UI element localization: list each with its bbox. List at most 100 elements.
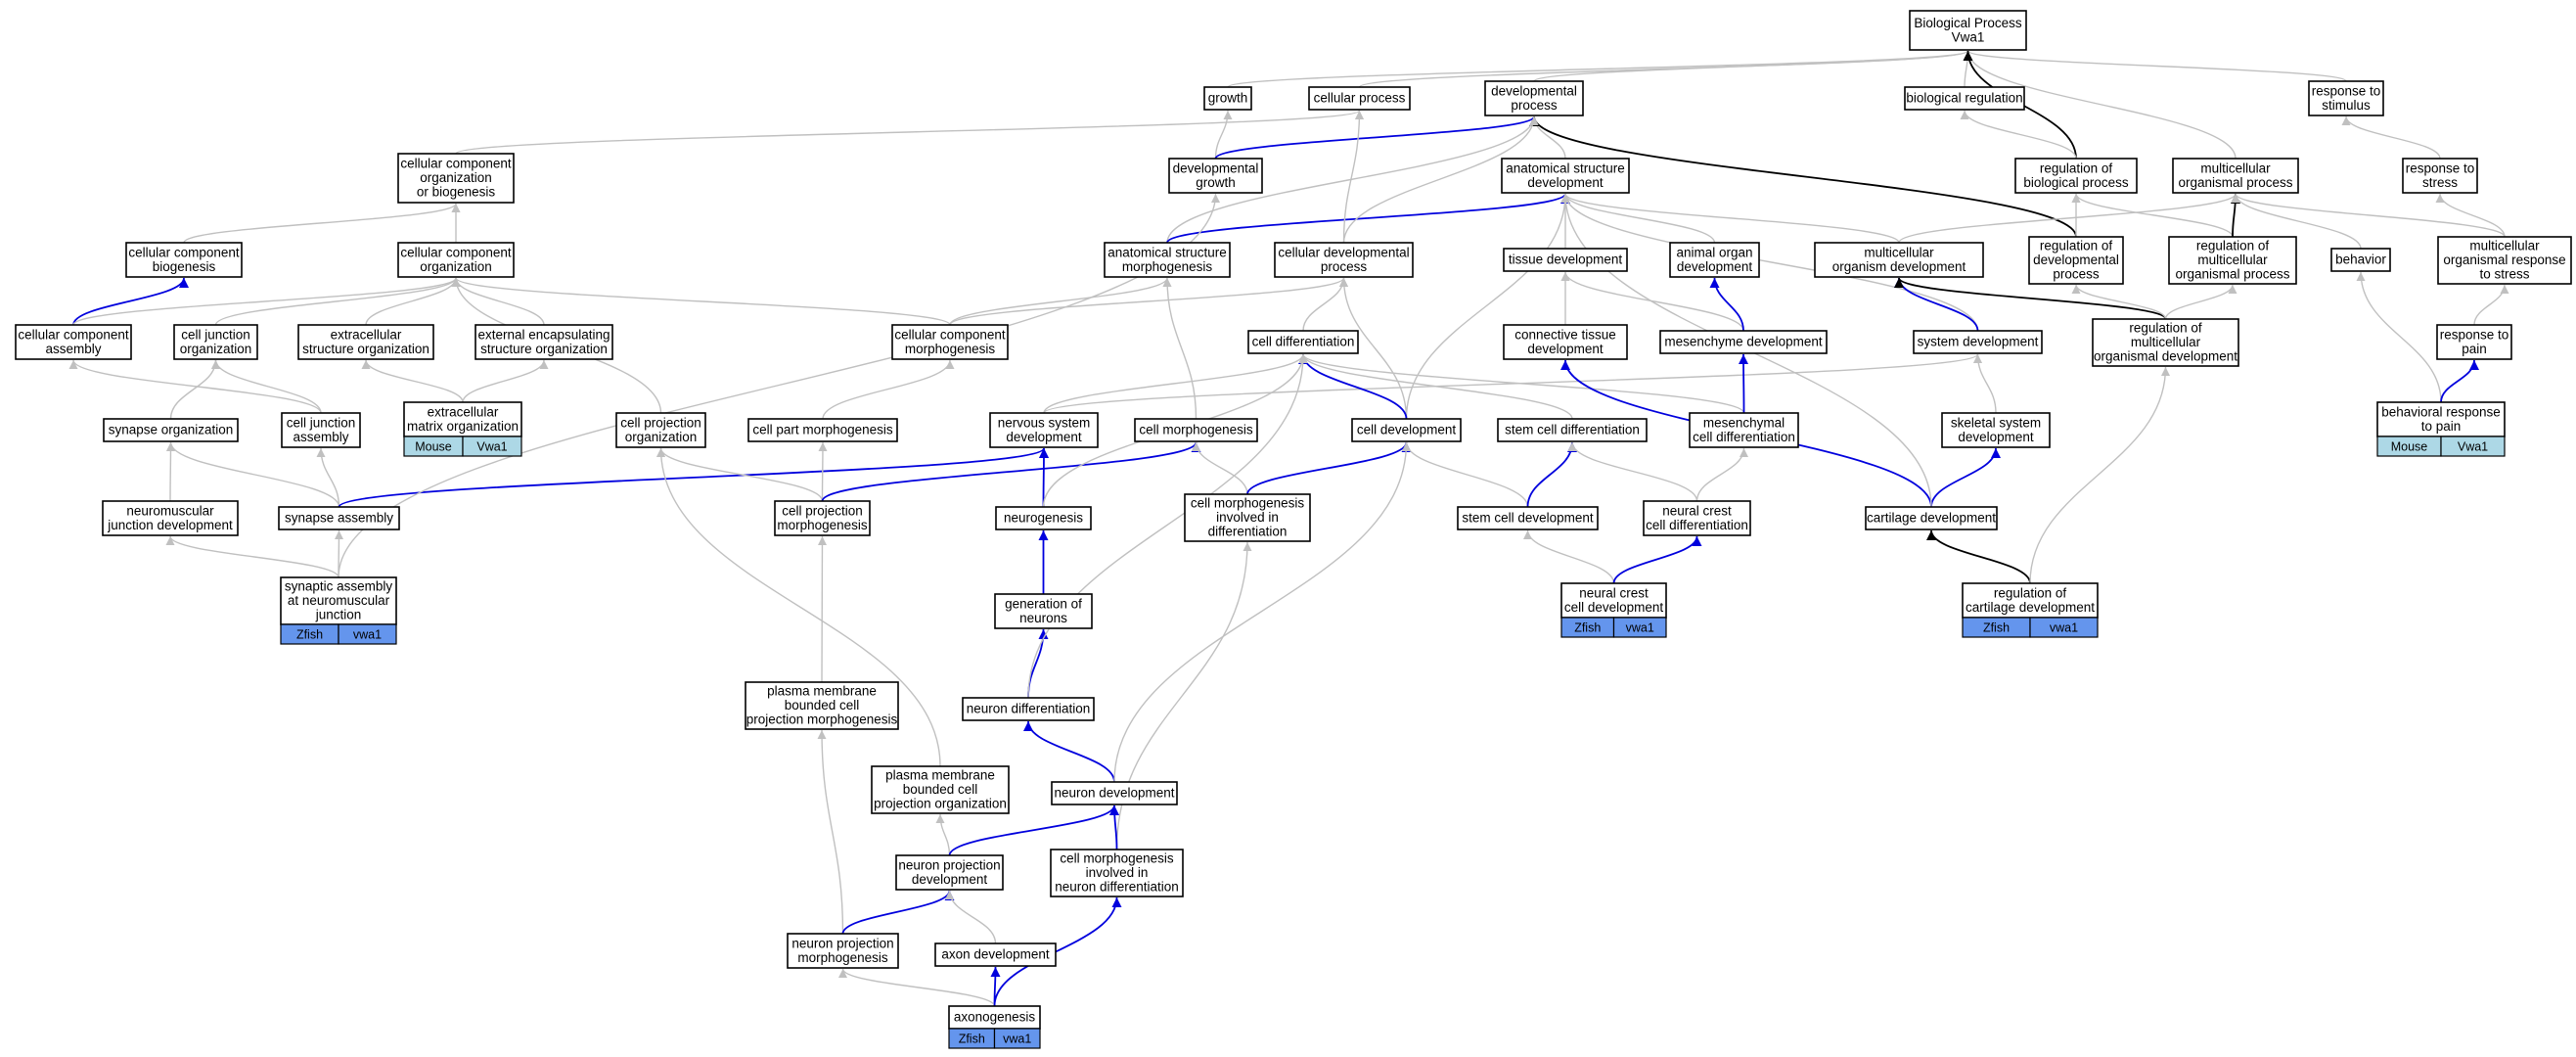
edge-celldev-to-asd xyxy=(1405,193,1570,420)
node-label-njd: neuromuscular xyxy=(126,503,214,518)
node-celldiff[interactable]: cell differentiation xyxy=(1247,330,1359,354)
node-cartdev[interactable]: cartilage development xyxy=(1865,506,1998,530)
node-label-emo: matrix organization xyxy=(407,419,519,434)
node-cellmorph[interactable]: cell morphogenesis xyxy=(1134,418,1258,442)
node-label-celldev: cell development xyxy=(1357,423,1457,437)
node-label-scd: stem cell differentiation xyxy=(1505,423,1640,437)
node-neurdiff[interactable]: neuron differentiation xyxy=(962,697,1095,721)
node-synorg[interactable]: synapse organization xyxy=(103,418,239,442)
node-label-ccob: organization xyxy=(420,170,492,185)
node-axondev[interactable]: axon development xyxy=(934,942,1057,967)
edge-cprojmorph-to-cellmorph xyxy=(821,441,1201,502)
node-celldev[interactable]: cell development xyxy=(1351,418,1462,442)
node-sysdev[interactable]: system development xyxy=(1913,330,2043,354)
node-scdev[interactable]: stem cell development xyxy=(1457,506,1599,530)
annotation-label-axonogen: Zfish xyxy=(959,1033,985,1046)
node-label-cdp: process xyxy=(1321,259,1368,274)
node-label-ccbio: cellular component xyxy=(128,245,240,259)
node-label-npm: neuron projection xyxy=(791,936,893,950)
edge-regcart-to-cartdev xyxy=(1926,529,2031,584)
node-box-regdev xyxy=(2028,236,2124,285)
node-cellproc[interactable]: cellular process xyxy=(1308,86,1411,111)
edge-ccmorph-to-asm xyxy=(949,277,1172,326)
node-label-cmid: involved in xyxy=(1216,510,1279,525)
node-cpm[interactable]: cell part morphogenesis xyxy=(747,418,898,442)
edge-ncdev-to-scdev xyxy=(1523,529,1615,584)
node-growth[interactable]: growth xyxy=(1203,86,1252,111)
node-label-eso: structure organization xyxy=(302,342,429,356)
node-box-asd xyxy=(1501,158,1630,194)
node-box-ccassembly xyxy=(15,324,132,360)
edge-synasm-to-synorg xyxy=(166,441,340,508)
node-neurdev[interactable]: neuron development xyxy=(1051,781,1178,805)
node-tissuedev[interactable]: tissue development xyxy=(1503,248,1628,272)
node-box-npm xyxy=(787,933,899,969)
node-box-scdev xyxy=(1457,506,1599,530)
node-bioreg[interactable]: biological regulation xyxy=(1904,86,2025,111)
node-behavior[interactable]: behavior xyxy=(2330,248,2391,272)
node-synasm[interactable]: synapse assembly xyxy=(278,506,400,530)
node-box-axondev xyxy=(934,942,1057,967)
node-neurogen[interactable]: neurogenesis xyxy=(995,506,1092,530)
node-label-respstress: stress xyxy=(2422,175,2458,190)
node-box-sanj xyxy=(280,576,397,625)
node-label-mcd: mesenchymal xyxy=(1703,415,1785,430)
node-label-bp: Biological Process xyxy=(1914,16,2022,30)
node-box-brp xyxy=(2376,401,2506,437)
node-mesdev[interactable]: mesenchyme development xyxy=(1659,330,1828,354)
node-label-aod: development xyxy=(1677,259,1753,274)
edge-morsts-to-mop xyxy=(2231,193,2506,238)
edge-sysdev-to-mod xyxy=(1894,277,1979,332)
node-scd[interactable]: stem cell differentiation xyxy=(1497,418,1648,442)
node-box-ccorg xyxy=(397,242,515,278)
edge-emo-to-eeso xyxy=(462,359,549,403)
